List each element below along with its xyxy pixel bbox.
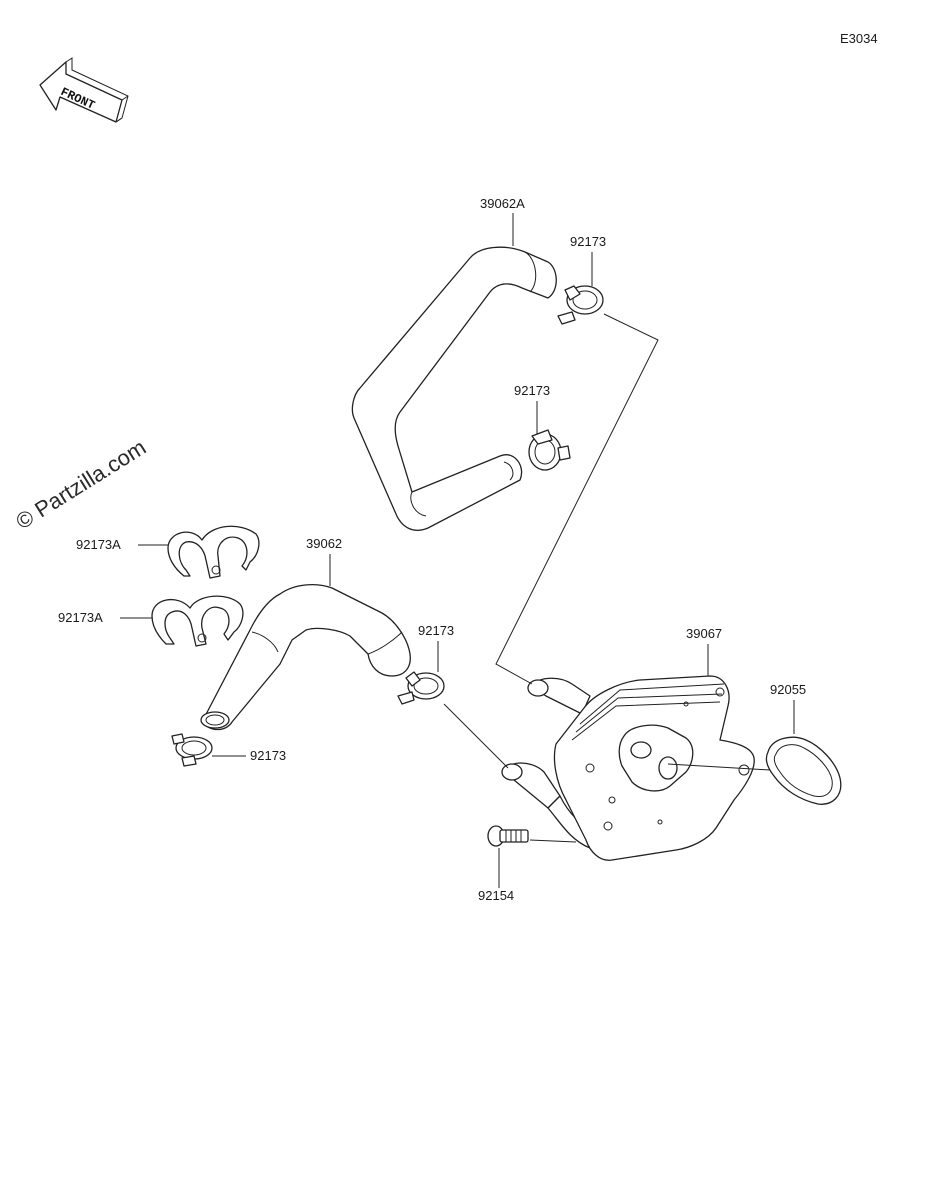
label-39067: 39067	[686, 626, 722, 641]
label-92154: 92154	[478, 888, 514, 903]
oring-92055	[765, 736, 842, 805]
oil-cooler-39067	[501, 675, 755, 861]
label-39062: 39062	[306, 536, 342, 551]
label-39062a: 39062A	[480, 196, 525, 211]
upper-hose-39062a	[351, 246, 557, 531]
clamp-lower-right	[397, 671, 445, 705]
label-92173a-bottom: 92173A	[58, 610, 103, 625]
label-92173-upper-mid: 92173	[514, 383, 550, 398]
watermark: © Partzilla.com	[11, 434, 150, 534]
label-92173a-top: 92173A	[76, 537, 121, 552]
connection-lines	[443, 313, 771, 843]
clamp-upper-right	[557, 285, 604, 325]
clamp-upper-mid	[528, 429, 571, 471]
front-arrow-icon: FRONT	[39, 57, 129, 123]
label-92173-lower-left: 92173	[250, 748, 286, 763]
clip-92173a-bottom	[151, 595, 244, 647]
diagram-code: E3034	[840, 31, 878, 46]
bolt-92154	[487, 825, 529, 847]
label-92173-lower-right: 92173	[418, 623, 454, 638]
clamp-lower-left	[171, 733, 213, 767]
label-92173-upper-right: 92173	[570, 234, 606, 249]
label-92055: 92055	[770, 682, 806, 697]
clip-92173a-top	[167, 525, 260, 579]
lower-hose-39062	[200, 583, 411, 731]
